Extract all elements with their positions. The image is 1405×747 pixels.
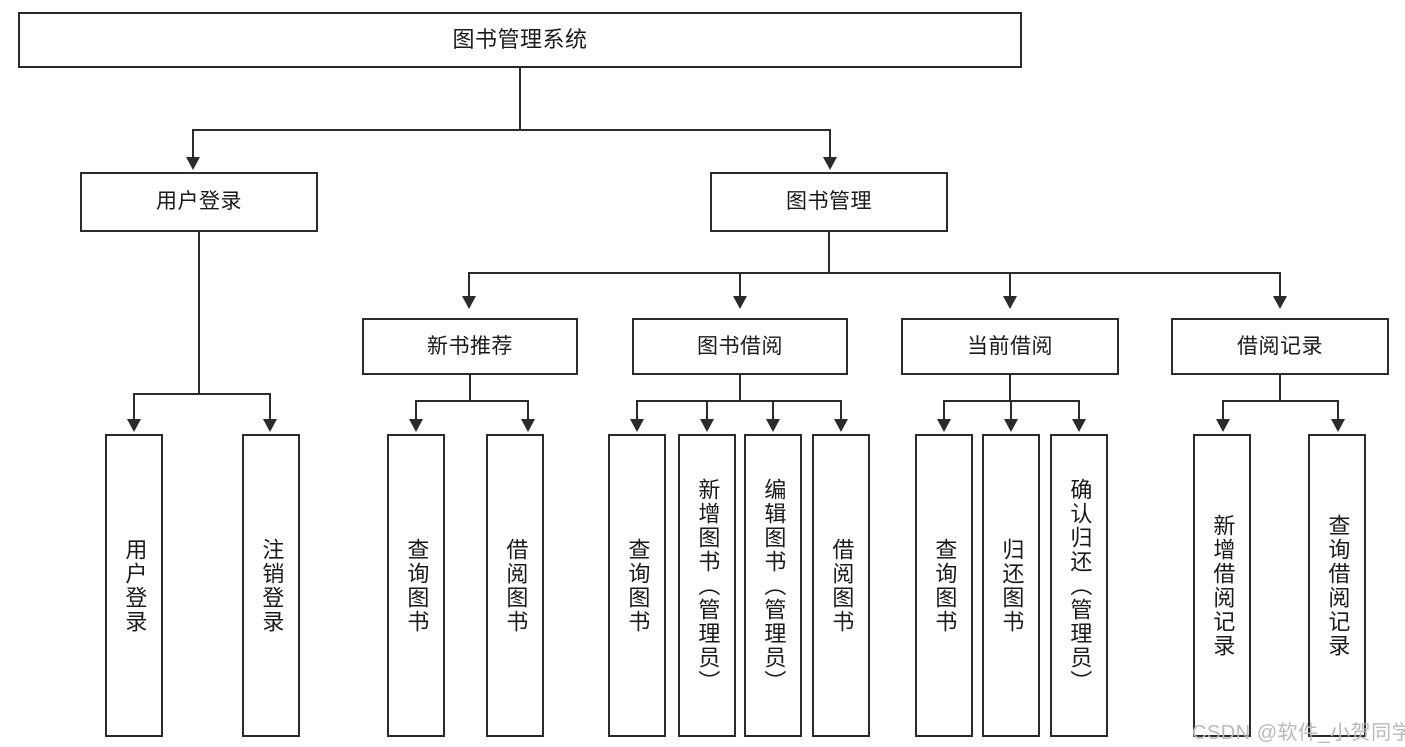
arrow-borrow-record-leaf-2	[1331, 419, 1345, 432]
edge-root-to-user-login	[192, 129, 194, 159]
edge-book-mgmt-drop-3	[1009, 272, 1011, 298]
edge-new-book-bus	[415, 400, 529, 402]
edge-root-to-book-mgmt	[829, 129, 831, 159]
edge-borrow-record-drop-2	[1337, 400, 1339, 421]
leaf-current-borrow-query-book[interactable]: 查询图书	[915, 434, 973, 737]
arrow-new-book-leaf-2	[521, 419, 535, 432]
leaf-book-borrow-edit-book[interactable]: 编辑图书（管理员）	[744, 434, 802, 737]
arrow-user-login-leaf-1	[127, 419, 141, 432]
node-label: 注销登录	[259, 537, 285, 634]
node-book-borrow[interactable]: 图书借阅	[632, 318, 848, 375]
edge-root-bus	[192, 129, 831, 131]
edge-borrow-record-stem	[1279, 375, 1281, 401]
leaf-new-book-query-book[interactable]: 查询图书	[387, 434, 445, 737]
arrow-new-book-leaf-1	[409, 419, 423, 432]
leaf-logout[interactable]: 注销登录	[242, 434, 300, 737]
node-label: 编辑图书（管理员）	[761, 477, 787, 694]
edge-user-login-drop-1	[133, 393, 135, 421]
leaf-new-book-borrow-book[interactable]: 借阅图书	[486, 434, 544, 737]
edge-new-book-drop-1	[415, 400, 417, 421]
watermark: CSDN @软件_小贺同学	[1192, 722, 1405, 744]
edge-book-borrow-drop-4	[840, 400, 842, 421]
leaf-borrow-record-add-record[interactable]: 新增借阅记录	[1193, 434, 1251, 737]
leaf-book-borrow-query-book[interactable]: 查询图书	[608, 434, 666, 737]
edge-book-mgmt-drop-2	[739, 272, 741, 298]
arrow-to-book-borrow	[733, 296, 747, 309]
edge-borrow-record-drop-1	[1222, 400, 1224, 421]
node-label: 查询图书	[625, 537, 651, 634]
edge-book-mgmt-drop-1	[468, 272, 470, 298]
node-label: 图书管理系统	[452, 26, 588, 52]
node-label: 归还图书	[999, 537, 1025, 634]
arrow-current-borrow-leaf-2	[1004, 419, 1018, 432]
node-label: 用户登录	[156, 190, 242, 214]
node-label: 图书管理	[786, 190, 872, 214]
edge-current-borrow-drop-3	[1078, 400, 1080, 421]
leaf-book-borrow-add-book[interactable]: 新增图书（管理员）	[678, 434, 736, 737]
node-label: 借阅图书	[829, 537, 855, 634]
arrow-current-borrow-leaf-3	[1072, 419, 1086, 432]
edge-book-borrow-bus	[636, 400, 842, 402]
edge-book-borrow-drop-1	[636, 400, 638, 421]
edge-user-login-stem	[198, 232, 200, 394]
node-label: 查询借阅记录	[1325, 513, 1351, 658]
node-label: 当前借阅	[967, 334, 1053, 358]
node-label: 借阅记录	[1237, 334, 1323, 358]
edge-user-login-bus	[133, 393, 270, 395]
node-new-book-recommend[interactable]: 新书推荐	[362, 318, 578, 375]
node-label: 确认归还（管理员）	[1067, 477, 1093, 694]
node-label: 查询图书	[404, 537, 430, 634]
edge-current-borrow-drop-1	[943, 400, 945, 421]
arrow-book-borrow-leaf-3	[766, 419, 780, 432]
node-book-management[interactable]: 图书管理	[710, 172, 948, 232]
arrow-root-to-user-login	[186, 157, 200, 170]
edge-book-mgmt-stem	[828, 232, 830, 273]
edge-book-borrow-drop-3	[772, 400, 774, 421]
edge-book-mgmt-bus	[468, 272, 1280, 274]
edge-user-login-drop-2	[269, 393, 271, 421]
node-root-system[interactable]: 图书管理系统	[18, 12, 1022, 68]
arrow-book-borrow-leaf-1	[630, 419, 644, 432]
edge-current-borrow-drop-2	[1010, 400, 1012, 421]
node-label: 图书借阅	[697, 334, 783, 358]
edge-borrow-record-bus	[1222, 400, 1339, 402]
node-current-borrow[interactable]: 当前借阅	[901, 318, 1119, 375]
node-label: 新增图书（管理员）	[695, 477, 721, 694]
node-label: 新增借阅记录	[1210, 513, 1236, 658]
leaf-user-login[interactable]: 用户登录	[105, 434, 163, 737]
arrow-user-login-leaf-2	[263, 419, 277, 432]
edge-root-stem	[519, 68, 521, 130]
arrow-to-current-borrow	[1003, 296, 1017, 309]
edge-current-borrow-stem	[1009, 375, 1011, 401]
arrow-to-borrow-record	[1273, 296, 1287, 309]
node-borrow-record[interactable]: 借阅记录	[1171, 318, 1389, 375]
arrow-borrow-record-leaf-1	[1216, 419, 1230, 432]
edge-book-borrow-stem	[739, 375, 741, 401]
arrow-current-borrow-leaf-1	[937, 419, 951, 432]
leaf-current-borrow-return-book[interactable]: 归还图书	[982, 434, 1040, 737]
node-user-login[interactable]: 用户登录	[80, 172, 318, 232]
arrow-to-new-book	[462, 296, 476, 309]
arrow-root-to-book-mgmt	[823, 157, 837, 170]
node-label: 新书推荐	[427, 334, 513, 358]
arrow-book-borrow-leaf-4	[834, 419, 848, 432]
edge-book-borrow-drop-2	[706, 400, 708, 421]
node-label: 借阅图书	[503, 537, 529, 634]
leaf-borrow-record-query-record[interactable]: 查询借阅记录	[1308, 434, 1366, 737]
leaf-book-borrow-borrow-book[interactable]: 借阅图书	[812, 434, 870, 737]
arrow-book-borrow-leaf-2	[700, 419, 714, 432]
edge-book-mgmt-drop-4	[1279, 272, 1281, 298]
node-label: 用户登录	[122, 537, 148, 634]
leaf-current-borrow-confirm-return[interactable]: 确认归还（管理员）	[1050, 434, 1108, 737]
edge-new-book-stem	[469, 375, 471, 401]
edge-new-book-drop-2	[527, 400, 529, 421]
node-label: 查询图书	[932, 537, 958, 634]
